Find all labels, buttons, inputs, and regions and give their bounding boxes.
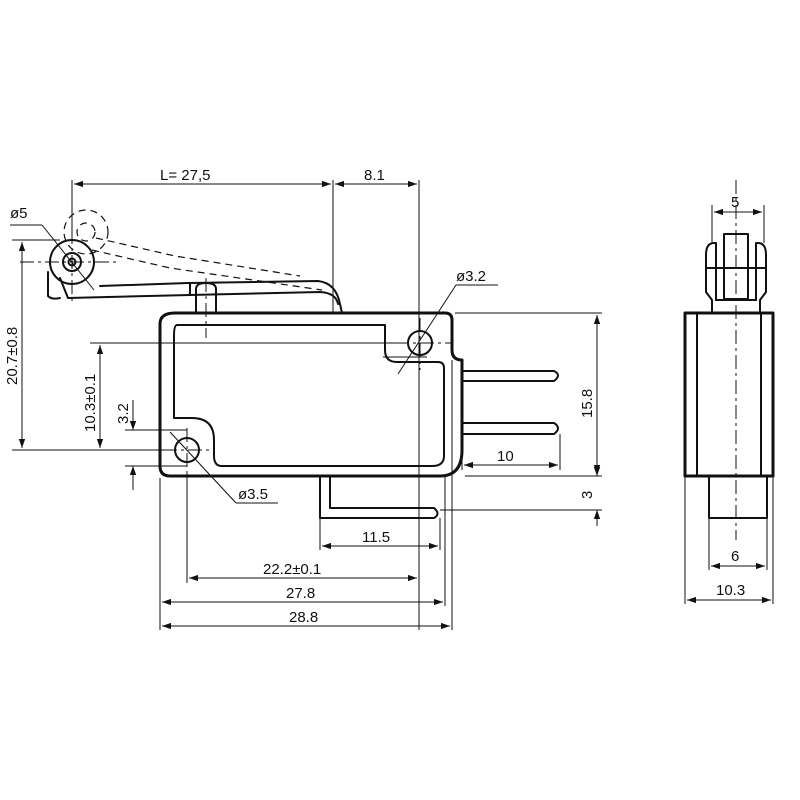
dim-bottom-hole-diameter: ø3.5 (238, 486, 268, 503)
dim-side-roller-width: 5 (731, 194, 739, 211)
side-terminal-block (708, 475, 768, 519)
dim-lever-length: L= 27,5 (160, 167, 210, 184)
switch-body-inner-outline (173, 324, 445, 467)
dim-bottom-terminal-length: 11.5 (362, 529, 390, 546)
dim-roller-diameter: ø5 (10, 205, 28, 222)
dim-top-hole-diameter: ø3.2 (456, 268, 486, 285)
side-body (683, 311, 775, 478)
terminal-middle (461, 422, 559, 435)
switch-body-outline (158, 311, 464, 478)
dim-terminal-length: 10 (497, 448, 514, 465)
dim-hole-spacing: 22.2±0.1 (263, 561, 321, 578)
dim-hole-height: 10.3±0.1 (82, 374, 99, 432)
side-view: 5 6 10.3 (683, 180, 775, 604)
terminal-top (461, 370, 559, 382)
dim-side-plunger-width: 6 (731, 548, 739, 565)
roller-actuated-outer (63, 209, 109, 255)
dim-overall-length: 28.8 (289, 609, 318, 626)
dim-body-length: 27.8 (286, 585, 315, 602)
dim-side-body-width: 10.3 (716, 582, 745, 599)
dim-total-height: 20.7±0.8 (4, 327, 21, 385)
front-view: L= 27,5 8.1 ø5 ø3.2 ø3.5 20.7±0.8 10.3±0… (4, 167, 602, 630)
dim-hole-offset: 3.2 (115, 403, 132, 424)
dim-body-height: 15.8 (579, 389, 596, 418)
lever-arm (59, 277, 339, 305)
dim-lever-offset: 8.1 (364, 167, 385, 184)
dim-bottom-terminal-offset: 3 (579, 491, 596, 499)
side-lever-bracket (705, 242, 767, 314)
terminal-bottom (319, 475, 439, 519)
